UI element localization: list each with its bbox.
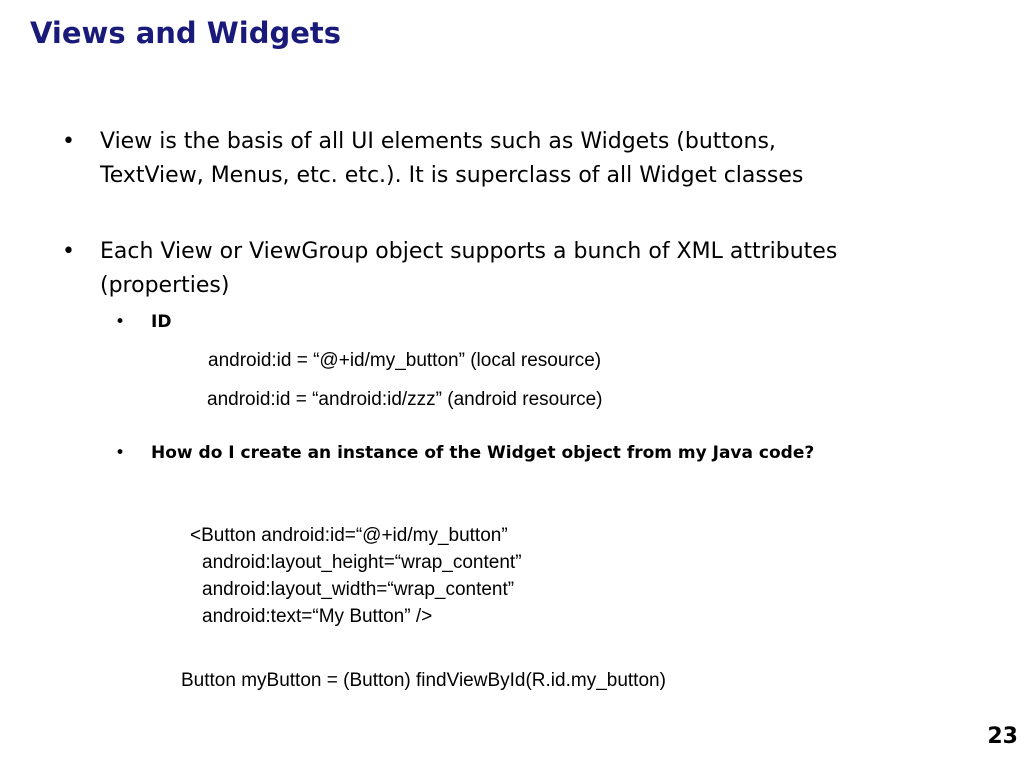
xml-code-line: android:layout_height=“wrap_content”: [202, 552, 522, 573]
xml-code-line: android:text=“My Button” />: [202, 606, 433, 627]
bullet-marker: •: [62, 239, 75, 264]
id-example-local: android:id = “@+id/my_button” (local res…: [208, 350, 602, 371]
bullet-text: How do I create an instance of the Widge…: [151, 443, 815, 463]
bullet-marker: •: [115, 312, 126, 332]
java-code-line: Button myButton = (Button) findViewById(…: [181, 670, 666, 691]
bullet-marker: •: [115, 443, 126, 463]
xml-code-line: <Button android:id=“@+id/my_button”: [190, 525, 508, 546]
sub-bullet-id: • ID: [115, 309, 845, 336]
bullet-view-basis: • View is the basis of all UI elements s…: [62, 125, 882, 193]
xml-code-line: android:layout_width=“wrap_content”: [202, 579, 515, 600]
page-number: 23: [987, 724, 1018, 749]
bullet-text: View is the basis of all UI elements suc…: [100, 129, 804, 188]
id-example-android: android:id = “android:id/zzz” (android r…: [207, 389, 603, 410]
bullet-xml-attributes: • Each View or ViewGroup object supports…: [62, 235, 882, 303]
bullet-marker: •: [62, 129, 75, 154]
sub-bullet-create-instance: • How do I create an instance of the Wid…: [115, 440, 845, 467]
slide-title: Views and Widgets: [30, 16, 341, 50]
bullet-text: ID: [151, 312, 172, 332]
bullet-text: Each View or ViewGroup object supports a…: [100, 239, 838, 298]
